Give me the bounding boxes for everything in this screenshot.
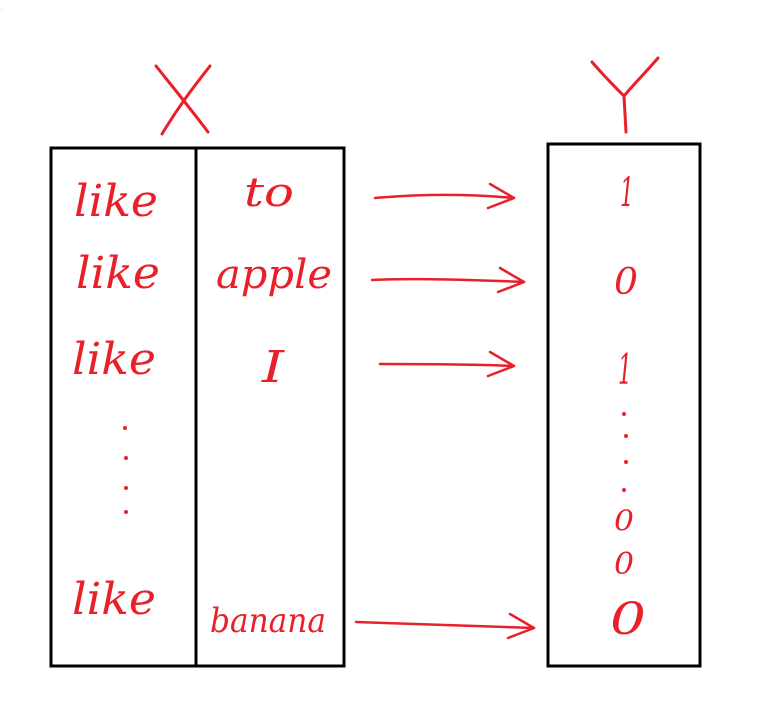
x-col2-row-2: apple	[216, 252, 332, 298]
y-value-6: 0	[610, 594, 646, 645]
y-value-2: 0	[614, 262, 638, 303]
y-value-1: 1	[620, 170, 634, 216]
x-col1-row-2: like	[76, 248, 160, 299]
y-box-outline	[546, 142, 702, 668]
x-col1-ellipsis	[123, 426, 128, 514]
x-col1-row-3: like	[72, 334, 156, 385]
y-ellipsis	[622, 412, 628, 492]
x-col1-row-last: like	[72, 574, 156, 625]
arrow-row-3	[378, 350, 516, 378]
x-label: X	[154, 64, 212, 136]
arrows	[354, 182, 536, 640]
x-col1-row-1: like	[74, 176, 158, 227]
y-values: 1 0 1 0 0 0	[610, 170, 646, 645]
arrow-row-last	[354, 612, 536, 640]
y-label-text: Y	[2, 9, 3, 11]
y-value-3: 1	[618, 345, 632, 394]
y-value-4: 0	[614, 504, 634, 537]
x-col1: like like like like	[72, 176, 160, 625]
x-col2-row-last: banana	[210, 601, 326, 641]
x-col2-row-1: to	[244, 170, 294, 216]
y-label: Y	[2, 9, 660, 134]
x-col2-row-3: I	[261, 342, 286, 393]
y-value-5: 0	[614, 547, 634, 582]
arrow-row-1	[373, 182, 516, 210]
x-box	[49, 146, 346, 668]
arrow-row-2	[370, 266, 526, 294]
x-col2: to apple I banana	[210, 170, 332, 641]
